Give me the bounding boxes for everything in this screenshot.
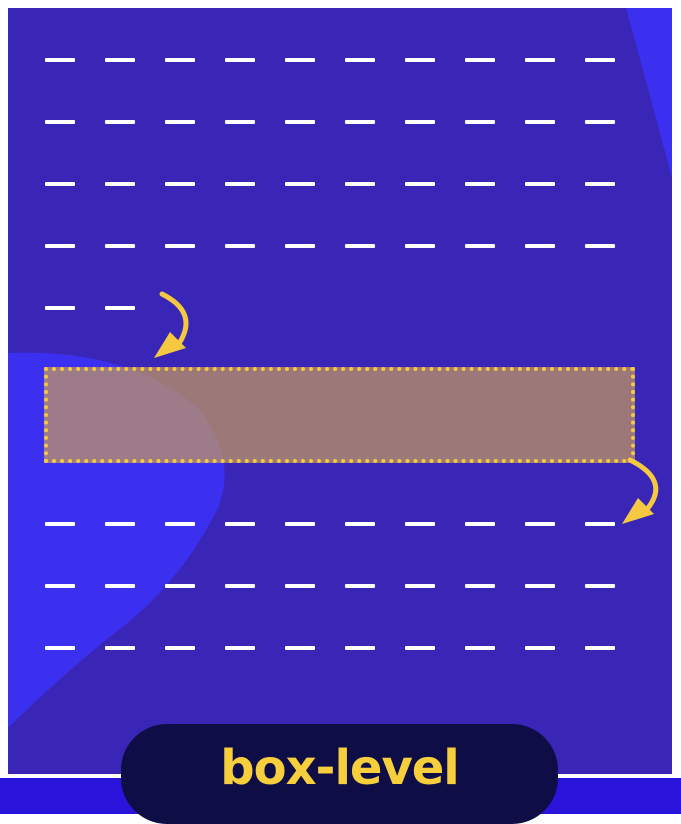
corner-blob: [626, 8, 672, 178]
curved-arrow-icon: [154, 291, 189, 358]
curved-arrow-icon: [622, 457, 659, 524]
label-pill: box-level: [121, 724, 558, 824]
box-level-highlight: [44, 367, 635, 463]
diagram-label: box-level: [220, 740, 460, 796]
